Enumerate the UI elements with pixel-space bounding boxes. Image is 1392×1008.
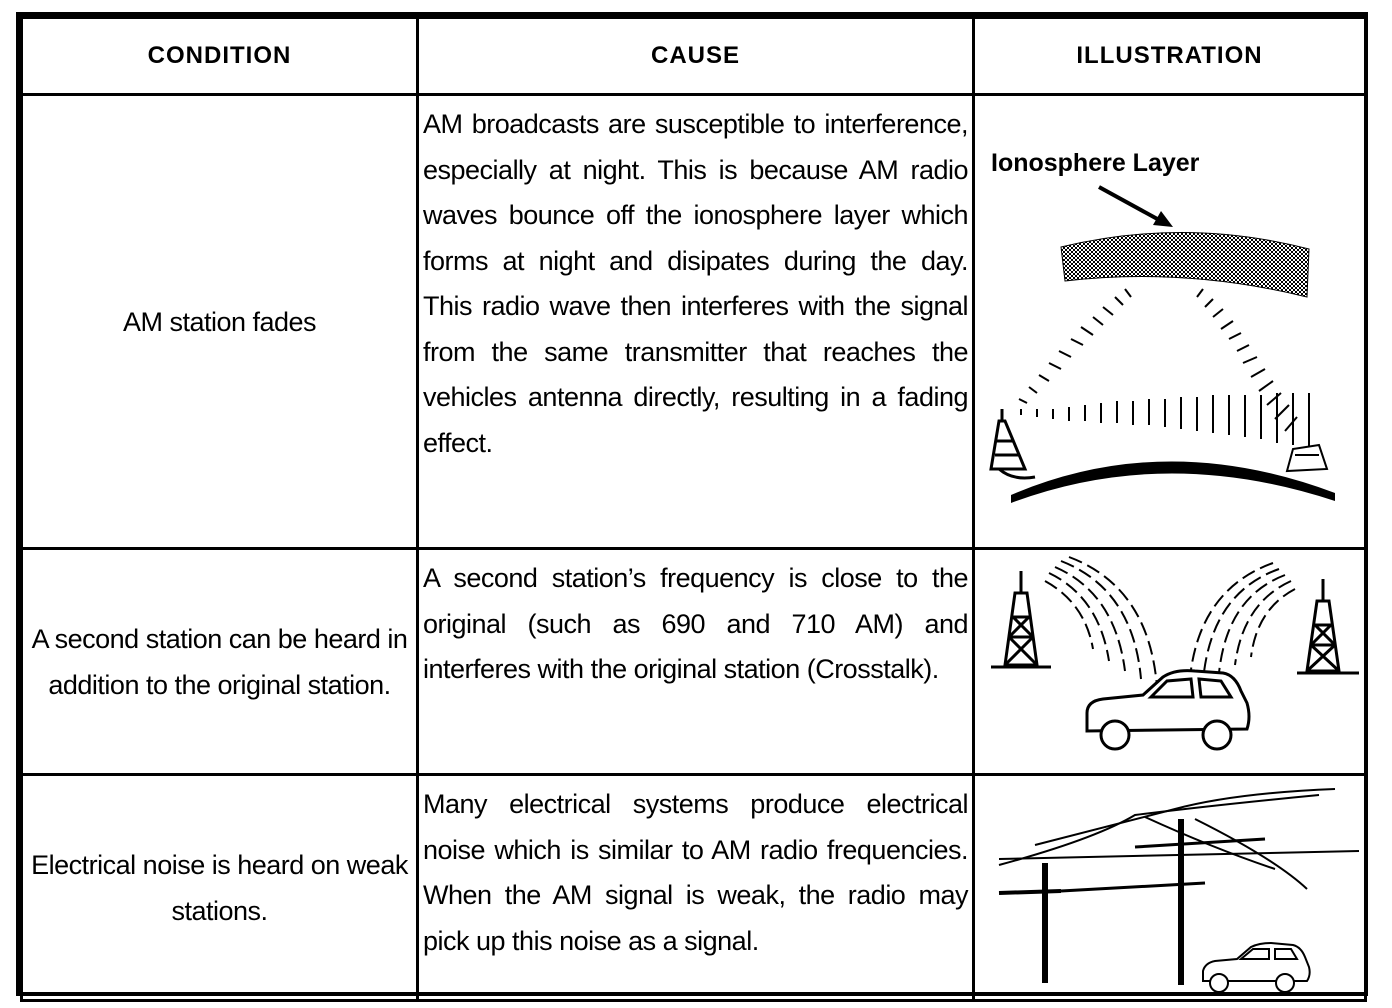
ionosphere-illustration: Ionosphere Layer (989, 149, 1335, 503)
condition-cell: A second station can be heard in additio… (20, 547, 419, 776)
cause-cell: A second station’s frequency is close to… (416, 547, 975, 776)
ionosphere-label: Ionosphere Layer (991, 149, 1200, 177)
illustration-cell: Ionosphere Layer (972, 93, 1367, 550)
table-row: Electrical noise is heard on weak statio… (20, 773, 1367, 1002)
wave-left (1018, 287, 1132, 404)
table-row: AM station fades AM broadcasts are susce… (20, 93, 1367, 550)
header-cause: CAUSE (416, 16, 975, 96)
wave-right (1196, 287, 1298, 432)
troubleshooting-table-frame: CONDITION CAUSE ILLUSTRATION AM station … (16, 12, 1368, 1002)
header-illustration: ILLUSTRATION (972, 16, 1367, 96)
power-line-icon (998, 787, 1360, 985)
header-condition: CONDITION (20, 16, 419, 96)
ground-wave (1020, 392, 1310, 447)
wave-right (1188, 561, 1296, 689)
transmitter-tower-icon (989, 408, 1028, 470)
transmitter-tower-icon (991, 570, 1051, 668)
illustration-cell (972, 773, 1367, 1002)
power-lines-illustration (998, 787, 1360, 993)
cause-cell: Many electrical systems produce electric… (416, 773, 975, 1002)
cause-cell: AM broadcasts are susceptible to interfe… (416, 93, 975, 550)
car-icon (1285, 443, 1329, 472)
condition-cell: AM station fades (20, 93, 419, 550)
condition-cell: Electrical noise is heard on weak statio… (20, 773, 419, 1002)
table-row: A second station can be heard in additio… (20, 547, 1367, 776)
wave-left (1044, 555, 1158, 687)
transmitter-tower-icon (1297, 578, 1359, 674)
illustration-cell (972, 547, 1367, 776)
troubleshooting-table: CONDITION CAUSE ILLUSTRATION AM station … (20, 16, 1367, 1002)
car-icon (1202, 941, 1311, 993)
car-icon (1085, 668, 1251, 750)
earth-curve (1011, 460, 1335, 503)
ionosphere-band (1060, 231, 1310, 298)
crosstalk-illustration (991, 555, 1359, 750)
header-row: CONDITION CAUSE ILLUSTRATION (20, 16, 1367, 96)
